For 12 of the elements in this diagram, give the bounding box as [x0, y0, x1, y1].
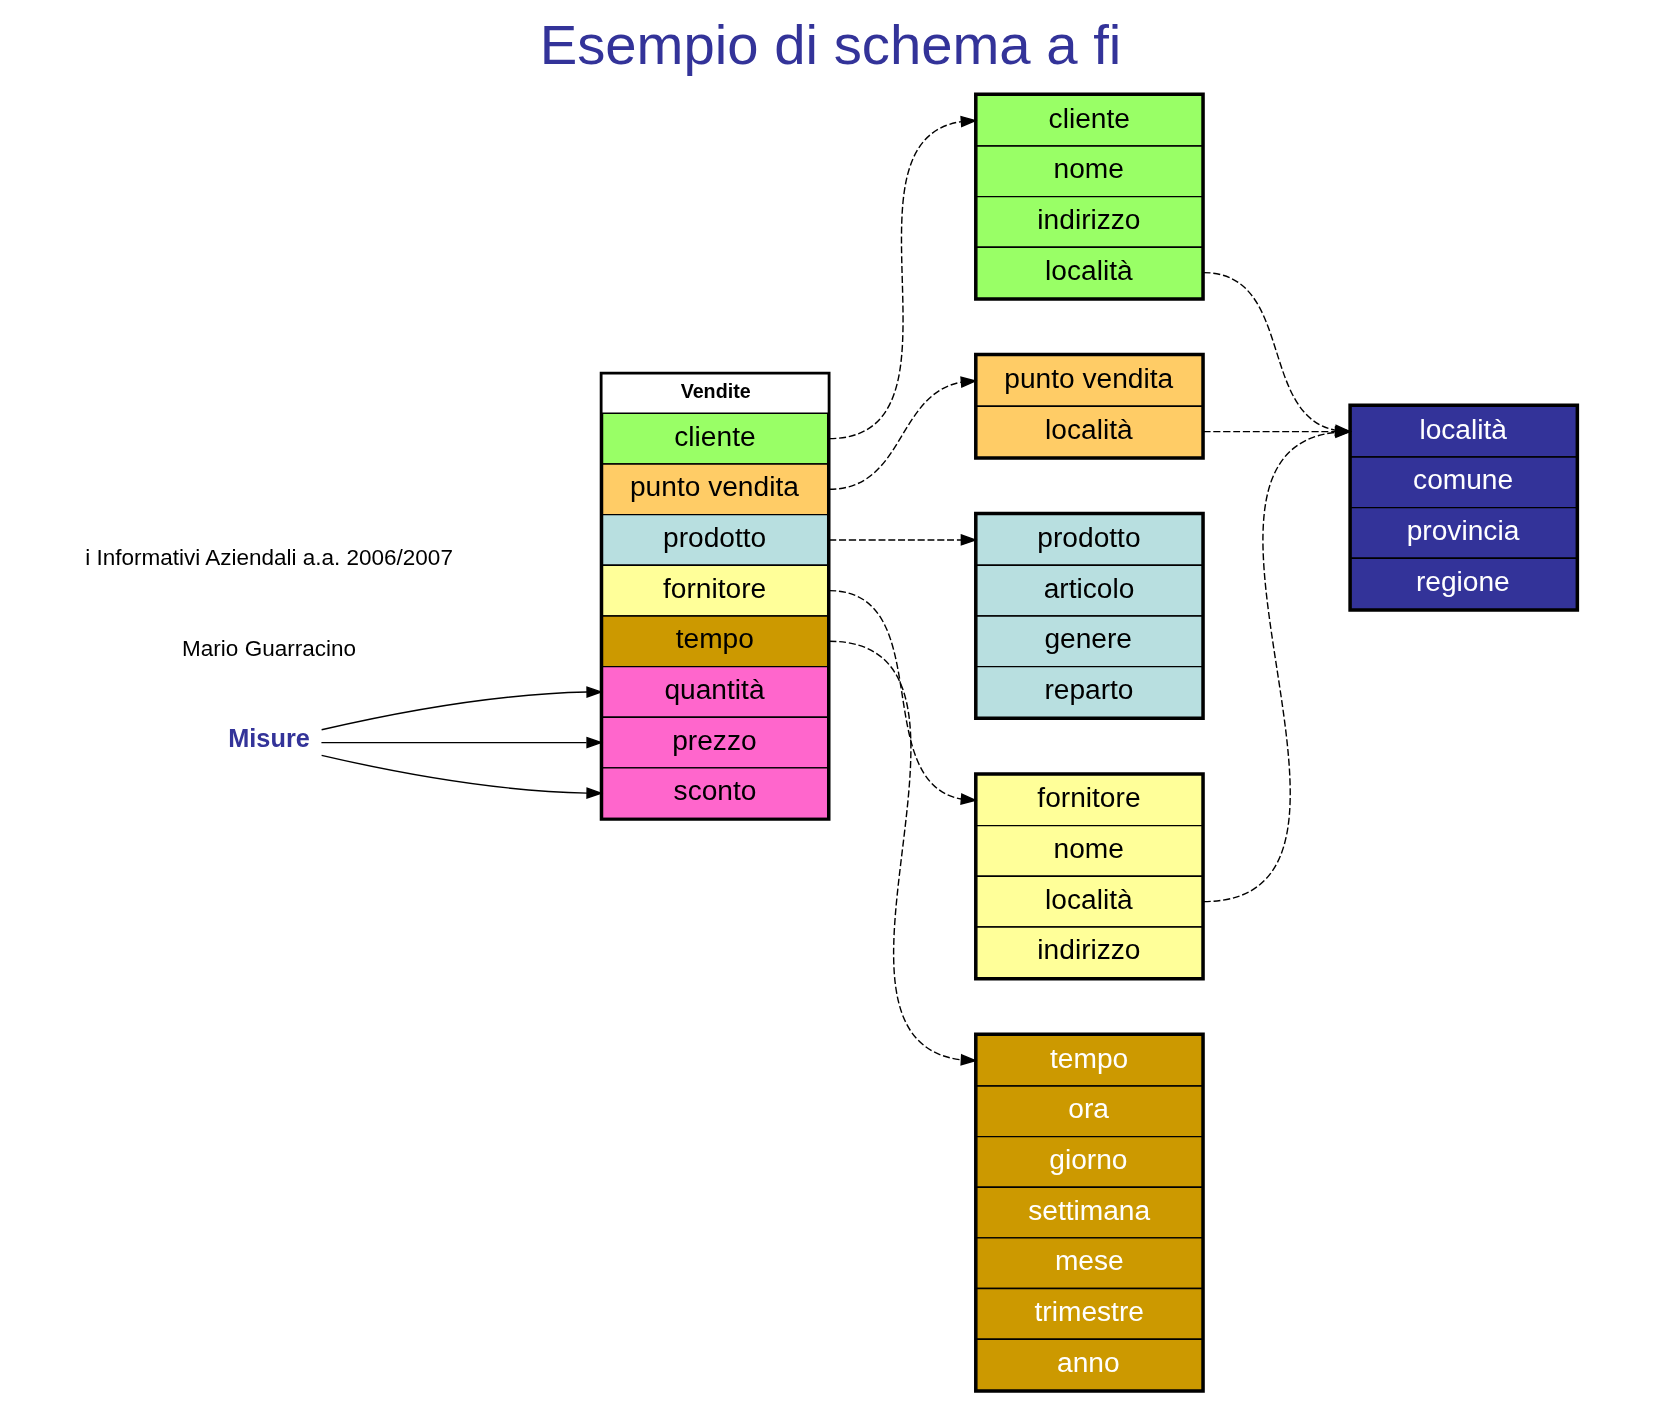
arrow — [827, 589, 978, 805]
arrow — [320, 754, 603, 799]
diagram-title: Esempio di schema a fi — [539, 13, 1121, 77]
node-text: Misure — [227, 724, 310, 753]
arrow — [827, 376, 978, 490]
arrow — [320, 736, 603, 749]
label: i Informativi Aziendali a.a. 2006/2007 — [84, 545, 453, 570]
arrow — [827, 115, 978, 440]
label: Mario Guarracino — [181, 636, 356, 662]
arrow — [827, 640, 978, 1066]
arrow — [320, 686, 603, 731]
arrow — [827, 534, 978, 546]
